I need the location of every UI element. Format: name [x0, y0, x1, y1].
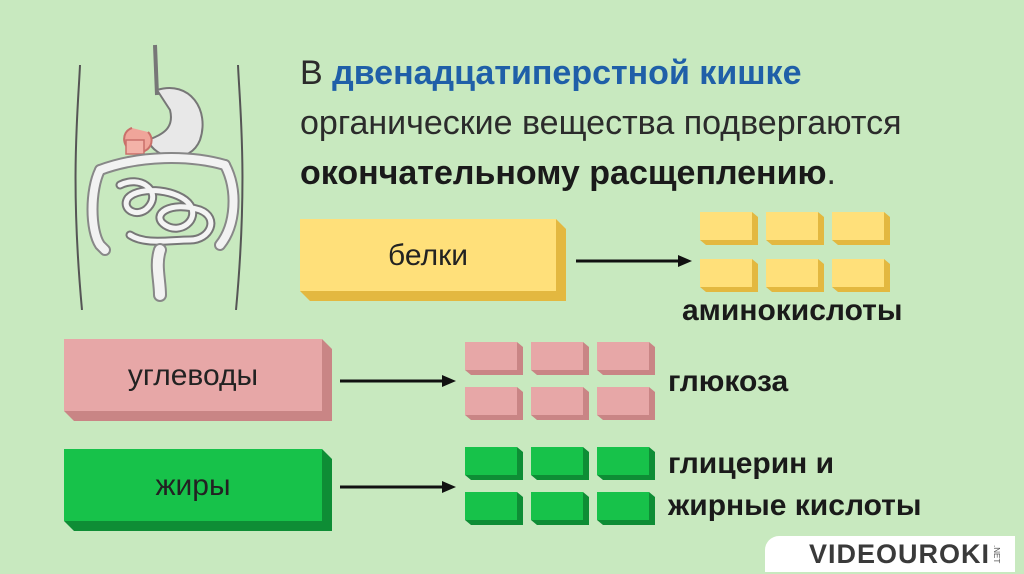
block: [700, 212, 758, 245]
block: [465, 342, 523, 375]
box-shape: [64, 339, 332, 421]
block: [465, 492, 523, 525]
digestive-system-icon: [74, 44, 244, 310]
title-accent: двенадцатиперстной кишке: [332, 54, 802, 92]
block: [597, 387, 655, 420]
arrow-icon: [340, 375, 456, 387]
block: [766, 259, 824, 292]
block: [766, 212, 824, 245]
videouroki-logo[interactable]: VIDEOUROKI .NET: [765, 536, 1015, 572]
block: [832, 212, 890, 245]
product-label-glucose: глюкоза: [668, 365, 789, 398]
block: [597, 342, 655, 375]
logo-text: VIDEOUROKI: [808, 538, 990, 569]
block: [531, 447, 589, 480]
substance-box-carbohydrates: углеводы: [62, 337, 334, 423]
block: [597, 492, 655, 525]
title-bold: окончательному расщеплению: [300, 154, 827, 192]
substance-label: углеводы: [127, 359, 259, 392]
logo-suffix: .NET: [992, 544, 1001, 564]
arrow-icon: [340, 481, 456, 493]
block: [531, 492, 589, 525]
box-shape: [300, 219, 566, 301]
product-label-glycerol-fatty-acids: глицерин и жирные кислоты: [668, 443, 922, 527]
title-suffix: .: [826, 154, 836, 192]
substance-box-proteins: белки: [298, 217, 568, 303]
substance-label: жиры: [155, 469, 231, 502]
block: [700, 259, 758, 292]
arrow-icon: [576, 255, 692, 267]
slide-title: В двенадцатиперстной кишке органические …: [300, 48, 1010, 198]
product-label-aminoacids: аминокислоты: [682, 294, 903, 327]
substance-label: белки: [388, 239, 468, 272]
block: [465, 387, 523, 420]
substance-box-fats: жиры: [62, 447, 334, 533]
block: [832, 259, 890, 292]
box-shape: [64, 449, 332, 531]
block: [531, 342, 589, 375]
block: [531, 387, 589, 420]
title-line2: органические вещества подвергаются: [300, 104, 902, 142]
block: [597, 447, 655, 480]
product-line-2: жирные кислоты: [668, 489, 922, 522]
block: [465, 447, 523, 480]
product-line-1: глицерин и: [668, 447, 835, 480]
title-prefix: В: [300, 54, 333, 92]
